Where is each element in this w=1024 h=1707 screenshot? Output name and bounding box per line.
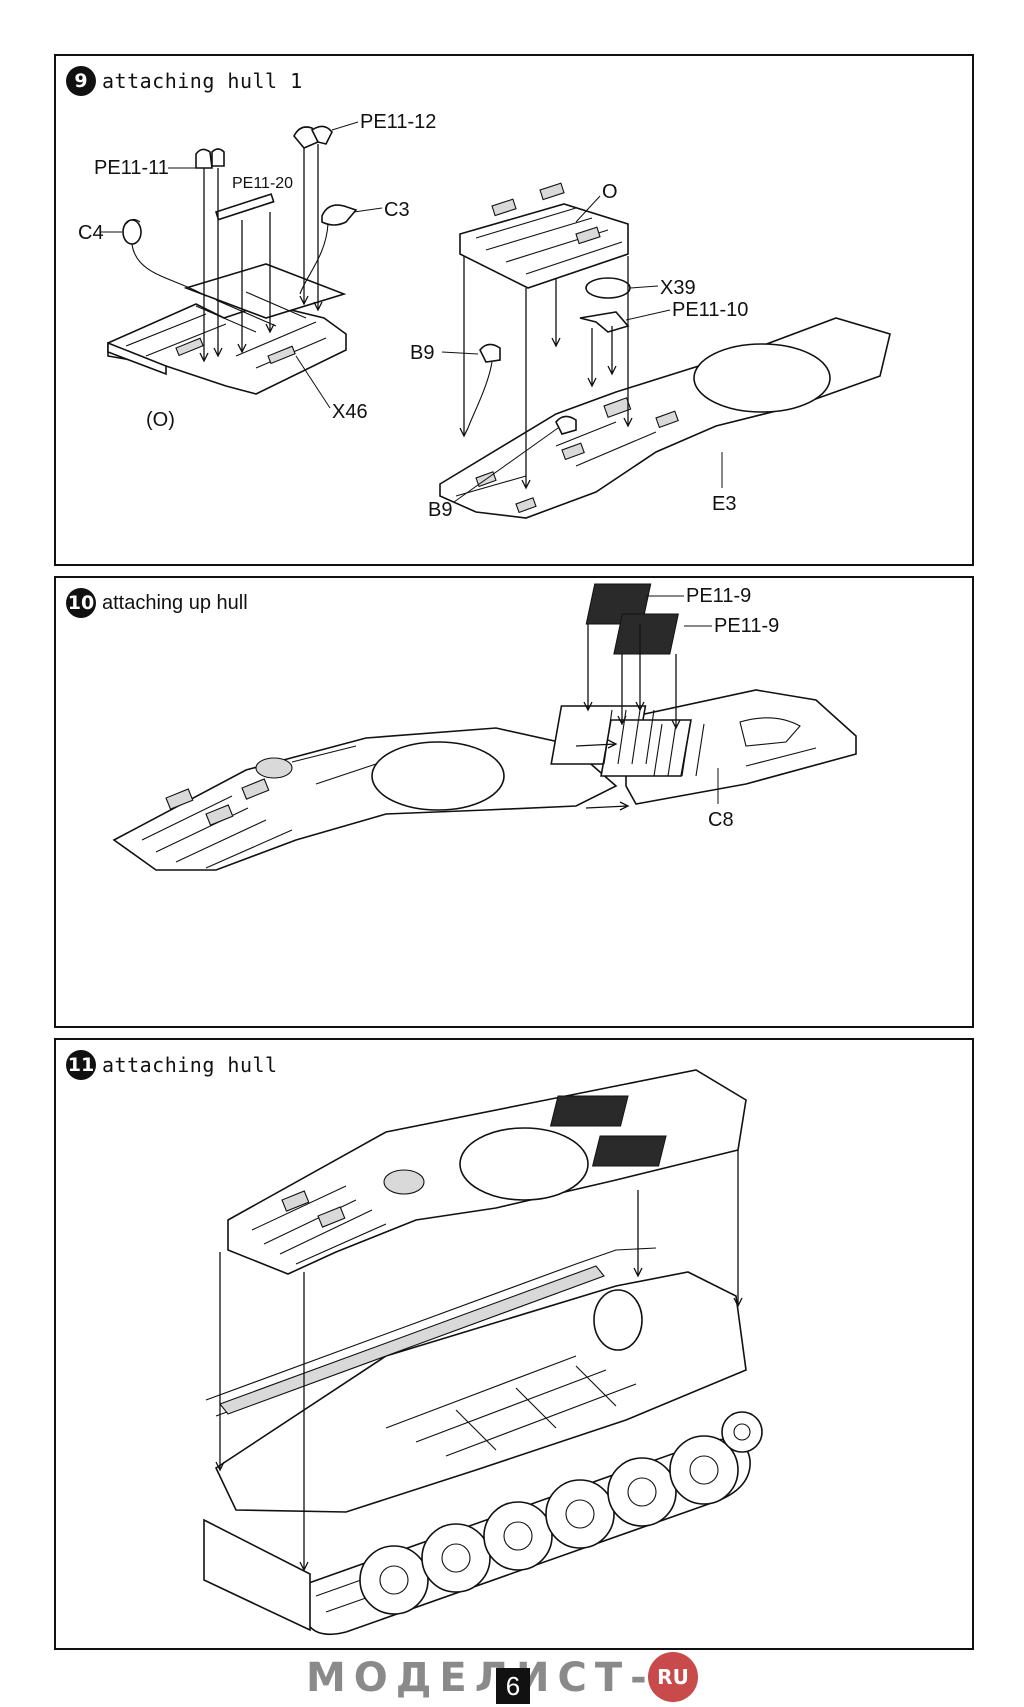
- step-10-title: attaching up hull: [102, 591, 248, 614]
- label-pe11-10: PE11-10: [672, 299, 748, 321]
- step-11-arrows: [215, 1150, 743, 1572]
- b9-part-top: [479, 343, 501, 363]
- track-far: [205, 1247, 657, 1417]
- step-11-drawing: [203, 1069, 763, 1636]
- step-11-header: 11 attaching hull: [66, 1050, 278, 1080]
- pe11-9-grille-b: [613, 613, 679, 655]
- step-9-drawing: PE11-12 PE11-11 PE11-20 C3 C4 (O) X46 O …: [78, 111, 891, 521]
- road-wheels: [359, 1411, 763, 1615]
- step-10-arrows: [575, 624, 681, 811]
- label-c4: C4: [78, 222, 104, 244]
- label-pe11-12: PE11-12: [360, 111, 436, 133]
- watermark-badge: RU: [648, 1652, 698, 1702]
- label-pe11-11: PE11-11: [94, 157, 169, 179]
- step-10-drawing: PE11-9 PE11-9 C8: [112, 583, 857, 871]
- step-9-right-arrows: [459, 256, 633, 490]
- grille-frame-right: [600, 719, 692, 777]
- label-b9-bottom: B9: [428, 499, 452, 521]
- upper-hull-plate: [112, 727, 618, 871]
- watermark-brand: МОДЕЛИСТ-: [306, 1655, 655, 1701]
- label-o-paren: (O): [146, 409, 175, 431]
- label-pe11-20: PE11-20: [232, 175, 293, 192]
- step-9-left-arrows: [131, 144, 329, 363]
- c4-part: [122, 218, 142, 245]
- step-10-panel: 10 attaching up hull: [54, 576, 974, 1028]
- hull-top-e3: [439, 317, 891, 519]
- step-9-title: attaching hull 1: [102, 69, 303, 93]
- front-plate: [203, 1518, 311, 1632]
- step-10-labels: PE11-9 PE11-9 C8: [646, 585, 779, 831]
- label-e3: E3: [712, 493, 736, 515]
- step-9-number: 9: [66, 66, 96, 96]
- label-pe11-9-b: PE11-9: [714, 615, 779, 637]
- lower-hull-tub: [214, 1271, 747, 1513]
- c3-part: [321, 204, 358, 226]
- upper-hull-assembly: [227, 1069, 747, 1275]
- engine-grille-a: [549, 1095, 629, 1127]
- page-number: 6: [496, 1668, 530, 1704]
- label-x46: X46: [332, 401, 368, 423]
- label-pe11-9-a: PE11-9: [686, 585, 751, 607]
- b9-part-bottom: [555, 415, 577, 435]
- label-b9-top: B9: [410, 342, 434, 364]
- pe11-11-part: [195, 148, 225, 169]
- engine-grille-b: [591, 1135, 667, 1167]
- step-11-number: 11: [66, 1050, 96, 1080]
- label-o: O: [602, 181, 618, 203]
- deck-o-right: [459, 182, 629, 289]
- label-x39: X39: [660, 277, 696, 299]
- x39-part: [585, 277, 631, 299]
- label-c3: C3: [384, 199, 410, 221]
- pe11-12-part: [293, 125, 333, 149]
- step-9-header: 9 attaching hull 1: [66, 66, 303, 96]
- label-c8: C8: [708, 809, 734, 831]
- engine-deck-left: [107, 263, 347, 395]
- step-9-panel: 9 attaching hull 1: [54, 54, 974, 566]
- pe11-20-part: [214, 193, 275, 221]
- step-10-header: 10 attaching up hull: [66, 588, 248, 618]
- step-10-number: 10: [66, 588, 96, 618]
- step-9-labels: PE11-12 PE11-11 PE11-20 C3 C4 (O) X46 O …: [78, 111, 748, 521]
- pe11-10-part: [579, 311, 630, 333]
- step-11-panel: 11 attaching hull: [54, 1038, 974, 1650]
- step-11-title: attaching hull: [102, 1053, 278, 1077]
